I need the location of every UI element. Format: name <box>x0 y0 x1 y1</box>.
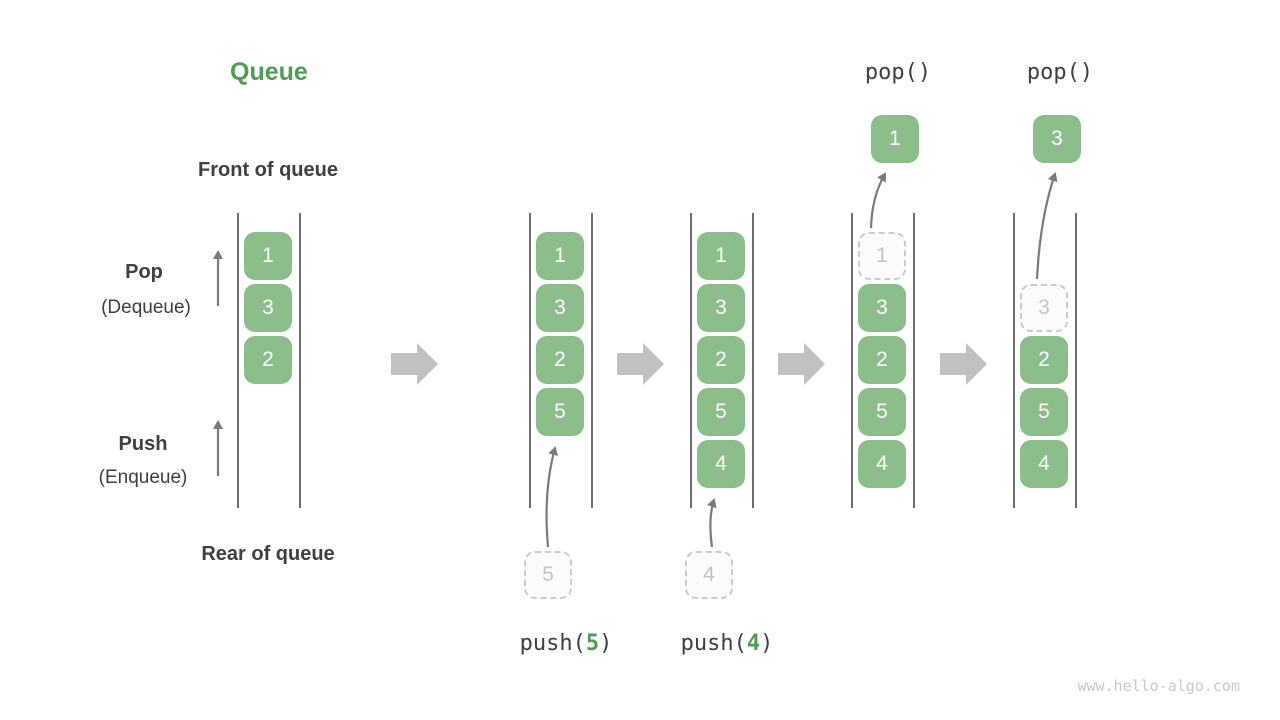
queue-box: 3 <box>858 284 906 332</box>
pop-1-arrow <box>869 172 887 229</box>
pop-label: Pop <box>125 261 163 283</box>
queue-box: 4 <box>1020 440 1068 488</box>
op-label-pop: pop() <box>1027 60 1093 85</box>
op-text: pop() <box>864 60 932 85</box>
front-of-queue-label: Front of queue <box>198 159 338 181</box>
queue-box: 3 <box>536 284 584 332</box>
queue-box-dashed: 1 <box>858 232 906 280</box>
queue-box: 5 <box>1020 388 1068 436</box>
queue-box: 1 <box>244 232 292 280</box>
push-label: Push <box>118 433 168 455</box>
queue-rail-right <box>1075 213 1077 508</box>
queue-box: 5 <box>858 388 906 436</box>
op-text: push( <box>519 631 586 656</box>
op-text: 4 <box>746 631 761 656</box>
watermark: www.hello-algo.com <box>1077 677 1240 695</box>
op-text: 5 <box>585 631 600 656</box>
queue-box: 1 <box>536 232 584 280</box>
enqueue-label: (Enqueue) <box>98 467 188 488</box>
op-label-push: push(4) <box>681 631 774 656</box>
pop-3-arrow <box>1035 172 1058 280</box>
pending-box: 5 <box>524 551 572 599</box>
queue-rail-left <box>1013 213 1015 508</box>
step-arrow-icon <box>940 343 987 385</box>
queue-box: 2 <box>1020 336 1068 384</box>
queue-rail-left <box>690 213 692 508</box>
queue-box: 1 <box>697 232 745 280</box>
popped-box: 1 <box>871 115 919 163</box>
op-text: ) <box>760 631 774 656</box>
queue-box: 3 <box>697 284 745 332</box>
queue-rail-right <box>591 213 593 508</box>
pending-box: 4 <box>685 551 733 599</box>
popped-box: 3 <box>1033 115 1081 163</box>
queue-rail-right <box>752 213 754 508</box>
step-arrow-icon <box>778 343 825 385</box>
queue-rail-right <box>913 213 915 508</box>
queue-rail-left <box>851 213 853 508</box>
push-5-arrow <box>545 446 558 548</box>
queue-box: 2 <box>536 336 584 384</box>
diagram-title: Queue <box>230 58 308 86</box>
queue-box: 5 <box>536 388 584 436</box>
step-arrow-icon <box>617 343 664 385</box>
op-text: ) <box>599 631 613 656</box>
queue-box: 2 <box>858 336 906 384</box>
queue-box: 3 <box>244 284 292 332</box>
rear-of-queue-label: Rear of queue <box>201 543 335 565</box>
op-text: pop() <box>1026 60 1094 85</box>
push-4-arrow <box>707 498 717 548</box>
queue-box: 4 <box>858 440 906 488</box>
queue-box: 2 <box>697 336 745 384</box>
queue-box: 2 <box>244 336 292 384</box>
op-text: push( <box>680 631 747 656</box>
step-arrow-icon <box>391 343 438 385</box>
queue-rail-left <box>529 213 531 508</box>
op-label-pop: pop() <box>865 60 931 85</box>
op-label-push: push(5) <box>520 631 613 656</box>
queue-box: 5 <box>697 388 745 436</box>
queue-box: 4 <box>697 440 745 488</box>
queue-rail-left <box>237 213 239 508</box>
queue-rail-right <box>299 213 301 508</box>
queue-box-dashed: 3 <box>1020 284 1068 332</box>
dequeue-label: (Dequeue) <box>101 297 191 318</box>
